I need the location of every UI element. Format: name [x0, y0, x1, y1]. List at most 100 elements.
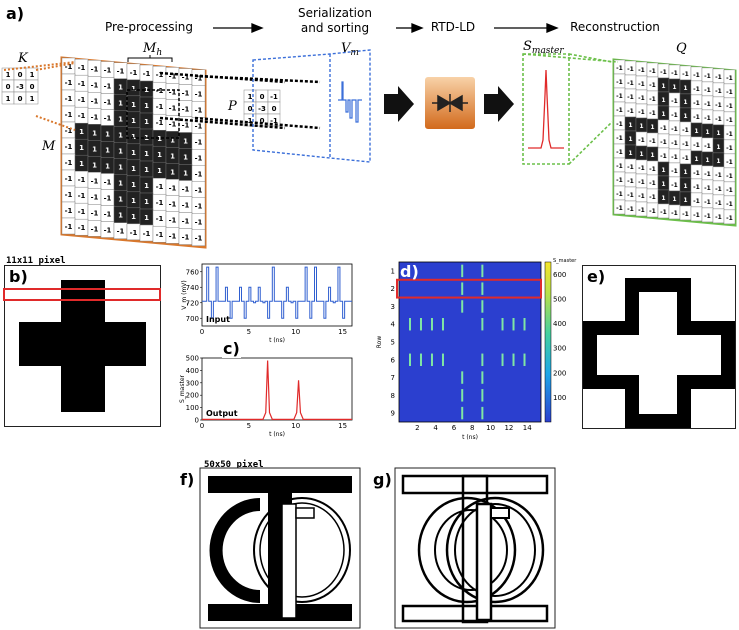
matrix-M-value: 1 — [131, 149, 136, 157]
matrix-Q-value: -1 — [671, 168, 678, 175]
matrix-Q-value: -1 — [616, 65, 623, 72]
kernel-P-value: 0 — [260, 93, 265, 101]
matrix-M-value: -1 — [169, 88, 177, 96]
matrix-M-value: 1 — [131, 197, 136, 205]
matrix-Q-value: -1 — [704, 213, 711, 220]
matrix-M-value: -1 — [91, 225, 99, 233]
matrix-M-value: -1 — [156, 119, 164, 127]
matrix-Q-value: -1 — [638, 193, 645, 200]
panel-e-frame — [582, 265, 736, 429]
matrix-M-value: -1 — [104, 227, 112, 235]
matrix-Q-value: -1 — [638, 207, 645, 214]
kernel-P-value: 1 — [248, 93, 253, 101]
matrix-M-value: -1 — [65, 143, 73, 151]
matrix-M-value: 1 — [144, 198, 149, 206]
connector-K-M — [3, 61, 76, 131]
matrix-M-value: -1 — [143, 70, 151, 78]
matrix-Q-value: 1 — [661, 167, 665, 174]
matrix-M-cell — [191, 229, 206, 246]
heatmap-spike — [419, 353, 422, 366]
matrix-Q-value: -1 — [682, 155, 689, 162]
matrix-Q-value: -1 — [715, 88, 722, 95]
matrix-Q-value: -1 — [660, 69, 667, 76]
matrix-Q-value: -1 — [649, 208, 656, 215]
heatmap-spike — [523, 318, 526, 331]
matrix-M-value: 1 — [144, 150, 149, 158]
matrix-M-value: -1 — [78, 176, 86, 184]
matrix-Q-value: -1 — [715, 74, 722, 81]
heatmap-spike — [408, 353, 411, 366]
symbol-K: K — [17, 51, 29, 66]
matrix-Q-cell — [723, 209, 736, 225]
smaster-box — [522, 53, 619, 165]
heatmap-row-label: 8 — [391, 392, 395, 400]
matrix-Q-value: -1 — [671, 112, 678, 119]
matrix-M-value: 1 — [79, 160, 84, 168]
heatmap-spike — [512, 353, 515, 366]
kernel-P-value: -1 — [270, 93, 278, 101]
matrix-Q-value: 1 — [683, 99, 687, 106]
matrix-Q-value: -1 — [616, 135, 623, 142]
matrix-M-value: 1 — [157, 167, 162, 175]
kernel-K-value: 1 — [6, 95, 11, 103]
matrix-M-value: 1 — [118, 196, 123, 204]
big-arrow-2 — [484, 86, 514, 122]
matrix-M-value: -1 — [156, 183, 164, 191]
vm-box — [252, 49, 371, 163]
matrix-M-value: -1 — [65, 207, 73, 215]
heatmap-row-label: 4 — [391, 321, 396, 329]
matrix-Q-value: -1 — [649, 194, 656, 201]
big-arrow-1 — [384, 86, 414, 122]
matrix-M-value: -1 — [65, 191, 73, 199]
arrow-2 — [396, 23, 424, 33]
matrix-M-value: -1 — [117, 68, 125, 76]
matrix-M-value: -1 — [65, 127, 73, 135]
matrix-M-value: 1 — [131, 181, 136, 189]
matrix-Q-value: -1 — [671, 154, 678, 161]
serialization-line: and sorting — [300, 21, 370, 35]
step-rtd-ld: RTD-LD — [430, 20, 476, 34]
matrix-Q-value: -1 — [682, 127, 689, 134]
kernel-K-value: 1 — [6, 71, 11, 79]
heatmap-xtick-label: 2 — [415, 424, 419, 432]
chart-c-bottom-ytick-label: 400 — [186, 367, 199, 375]
matrix-Q-value: -1 — [704, 73, 711, 80]
kernel-K-value: 1 — [30, 95, 35, 103]
matrix-M-value: -1 — [195, 139, 203, 147]
panel-c-label: c) — [222, 339, 241, 358]
matrix-Q-value: -1 — [693, 72, 700, 79]
heatmap-spike — [430, 318, 433, 331]
panel-b-title: 11x11 pixel — [6, 256, 66, 266]
symbol-Vm: Vm — [341, 41, 359, 58]
matrix-M-value: -1 — [91, 177, 99, 185]
matrix-M-value: -1 — [104, 67, 112, 75]
matrix-M-value: -1 — [117, 228, 125, 236]
heatmap-spike — [523, 353, 526, 366]
matrix-M-value: -1 — [195, 75, 203, 83]
heatmap-spike — [461, 406, 464, 420]
matrix-M-value: -1 — [104, 83, 112, 91]
heatmap-ylabel: Row — [376, 336, 383, 349]
matrix-M-value: -1 — [78, 96, 86, 104]
matrix-Q-value: -1 — [715, 214, 722, 221]
matrix-M-value: -1 — [78, 192, 86, 200]
matrix-Q-value: -1 — [649, 96, 656, 103]
matrix-Q-value: -1 — [649, 110, 656, 117]
matrix-M-value: 1 — [105, 131, 110, 139]
matrix-M-value: 1 — [183, 138, 188, 146]
matrix-Q-value: -1 — [638, 179, 645, 186]
matrix-M-value: -1 — [156, 71, 164, 79]
kernel-K-value: 0 — [6, 83, 11, 91]
heatmap-spike — [481, 353, 484, 366]
matrix-Q-value: -1 — [660, 153, 667, 160]
matrix-Q-value: -1 — [660, 139, 667, 146]
matrix-Q-value: -1 — [627, 178, 634, 185]
symbol-P: P — [227, 99, 237, 114]
matrix-Q-value: 1 — [650, 124, 654, 131]
mh-brace — [127, 55, 173, 62]
matrix-Q-value: -1 — [682, 211, 689, 218]
matrix-Q-value: -1 — [693, 212, 700, 219]
matrix-Q-value: -1 — [726, 145, 733, 152]
